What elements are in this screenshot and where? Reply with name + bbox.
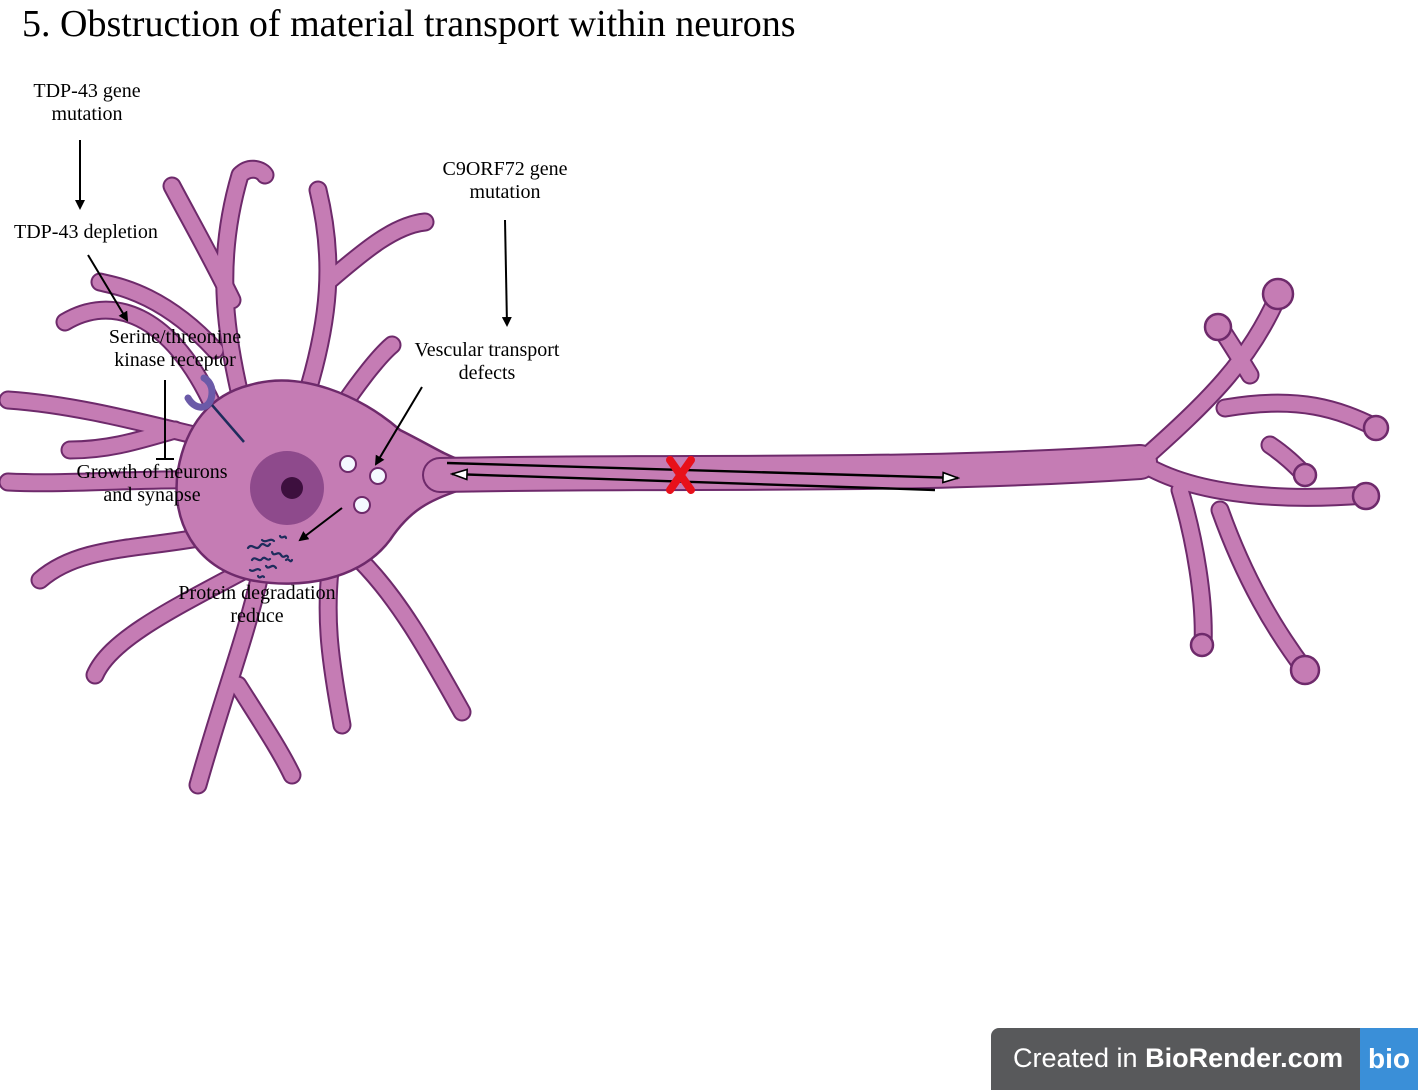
annotation-arrows	[75, 140, 512, 542]
anterograde-transport-arrow	[446, 461, 958, 478]
figure-title: 5. Obstruction of material transport wit…	[22, 3, 796, 45]
label-serine-threonine-receptor: Serine/threonine kinase receptor	[108, 326, 242, 371]
protein-aggregate	[246, 534, 294, 579]
nucleolus	[281, 477, 303, 499]
label-vescular-transport-defects: Vescular transport defects	[414, 339, 560, 384]
label-c9orf72-gene-mutation: C9ORF72 gene mutation	[442, 158, 568, 203]
axon-terminals	[1189, 277, 1390, 686]
biorender-badge: Created in BioRender.com bio	[991, 1028, 1418, 1090]
label-growth-of-neurons: Growth of neurons and synapse	[76, 461, 228, 506]
transport-block-icon	[666, 456, 695, 494]
vesicles	[339, 455, 387, 514]
label-protein-degradation-reduce: Protein degradation reduce	[178, 582, 336, 627]
label-tdp43-depletion: TDP-43 depletion	[14, 221, 158, 243]
receptor-stem	[211, 404, 245, 443]
biorender-logo: bio	[1360, 1028, 1418, 1090]
axon	[422, 286, 1385, 680]
biorender-credit: Created in BioRender.com	[1013, 1043, 1344, 1073]
label-tdp43-gene-mutation: TDP-43 gene mutation	[33, 80, 141, 125]
receptor-icon	[184, 374, 216, 411]
retrograde-transport-arrow	[452, 474, 936, 492]
